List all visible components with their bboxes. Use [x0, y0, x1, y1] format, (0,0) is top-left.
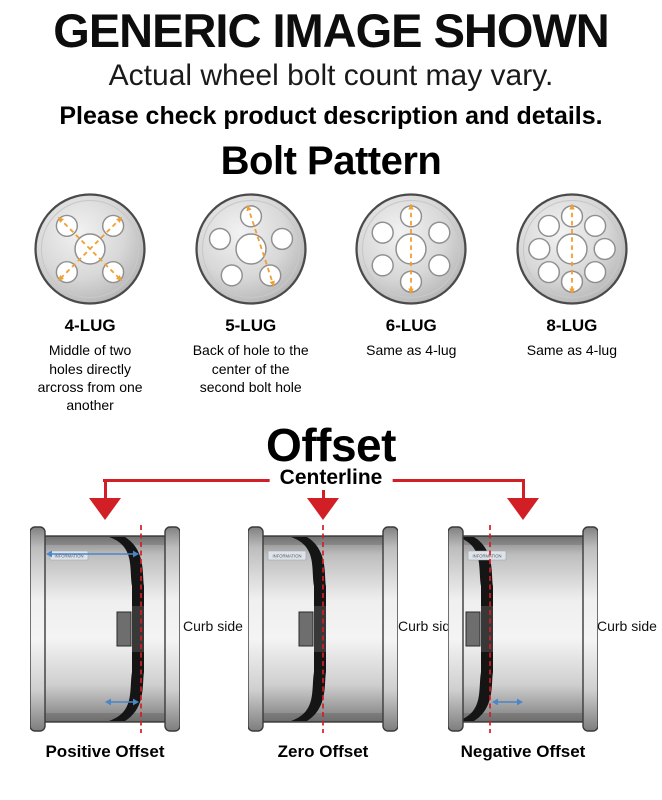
page-title: GENERIC IMAGE SHOWN [53, 4, 609, 57]
offset-diagram: Offset Centerline INFORMATION Curb side … [0, 422, 662, 774]
rim-cross-section-svg: INFORMATION [247, 525, 399, 734]
rim-cross-section-negative: INFORMATION [447, 524, 599, 734]
lug-item-8: 8-LUG Same as 4-lug [494, 190, 649, 414]
offset-title: Offset [266, 419, 396, 472]
centerline-arrow-icon [507, 498, 539, 521]
lug-wheel-diagram-8 [516, 193, 628, 305]
lug-item-4: 4-LUG Middle of two holes directly arcros… [13, 190, 168, 414]
centerline-arrow-icon [89, 498, 121, 521]
lug-label: 6-LUG [385, 316, 437, 336]
offset-type-label: Zero Offset [277, 742, 369, 762]
lug-description: Middle of two holes directly arcross fro… [37, 342, 143, 413]
rim-cross-section-svg: INFORMATION [29, 525, 181, 734]
lug-label: 4-LUG [64, 316, 116, 336]
subtitle: Actual wheel bolt count may vary. [108, 59, 554, 93]
curb-side-label: Curb side [597, 618, 657, 635]
rim-spoke [458, 537, 493, 722]
note-text: Please check product description and det… [59, 102, 603, 131]
rim-hub [298, 611, 314, 647]
lug-description: Back of hole to the center of the second… [192, 342, 309, 395]
curb-side-label: Curb side [183, 618, 243, 635]
centerline-connector [103, 479, 107, 500]
centerline-label: Centerline [269, 466, 393, 491]
lug-wheel-diagram-6 [355, 193, 467, 305]
rim-cross-section-svg: INFORMATION [447, 525, 599, 734]
offset-type-label: Positive Offset [45, 742, 165, 762]
rim-spoke [291, 537, 326, 722]
lug-item-6: 6-LUG Same as 4-lug [334, 190, 489, 414]
lug-description: Same as 4-lug [366, 342, 457, 359]
lug-wheel-diagram-4 [34, 193, 146, 305]
svg-text:INFORMATION: INFORMATION [473, 554, 502, 559]
rim-sticker [467, 550, 507, 561]
bolt-pattern-row: 4-LUG Middle of two holes directly arcros… [7, 190, 655, 414]
lug-label: 8-LUG [546, 316, 598, 336]
lug-label: 5-LUG [225, 316, 277, 336]
lug-wheel-diagram-5 [195, 193, 307, 305]
svg-text:INFORMATION: INFORMATION [55, 554, 84, 559]
curb-side-label: Curb side [398, 618, 458, 635]
svg-text:INFORMATION: INFORMATION [273, 554, 302, 559]
rim-sticker [267, 550, 307, 561]
rim-spoke [109, 537, 144, 722]
rim-cross-section-zero: INFORMATION [247, 524, 399, 734]
rim-cross-section-positive: INFORMATION [29, 524, 181, 734]
rim-hub [465, 611, 481, 647]
offset-type-label: Negative Offset [460, 742, 586, 762]
rim-hub [116, 611, 132, 647]
lug-item-5: 5-LUG Back of hole to the center of the s… [173, 190, 328, 414]
centerline-connector [521, 479, 525, 500]
centerline-arrow-icon [307, 498, 339, 521]
bolt-pattern-title: Bolt Pattern [220, 139, 442, 184]
lug-description: Same as 4-lug [526, 342, 618, 359]
